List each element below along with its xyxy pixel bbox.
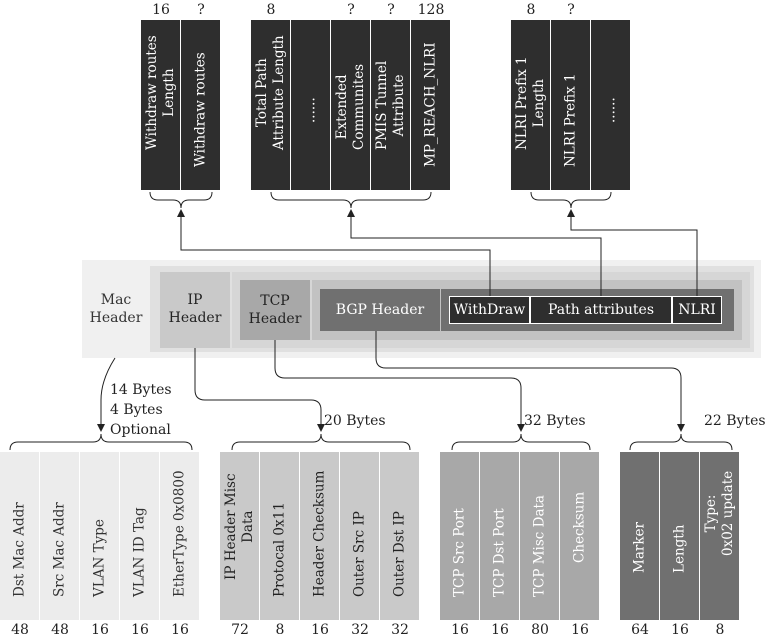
ip-header-block (160, 272, 230, 348)
bgp-bytes-annotation: 22 Bytes (704, 413, 766, 429)
field-protocal: Protocal 0x11 (260, 452, 300, 620)
field-size: 16 (131, 622, 149, 638)
bgp-arrow (375, 331, 685, 432)
withdraw-arrow (177, 209, 491, 296)
field-dst-mac-addr: Dst Mac Addr (0, 452, 40, 620)
field-ethertype: EtherType 0x0800 (160, 452, 200, 620)
field-size: 32 (391, 622, 409, 638)
field-size: ? (197, 2, 205, 18)
field-size: 8 (266, 2, 276, 18)
ip-bytes-annotation: 20 Bytes (324, 413, 386, 429)
tcp-arrow (274, 340, 525, 432)
withdraw-label: WithDraw (453, 302, 526, 318)
withdraw-block (449, 296, 530, 324)
field-src-mac-addr: Src Mac Addr (40, 452, 80, 620)
path-attributes-arrow (347, 209, 602, 296)
field-size: 16 (671, 622, 689, 638)
tcp-brace (451, 433, 591, 451)
field-size: 48 (51, 622, 69, 638)
field-nlri-prefix-length: NLRI Prefix 1 Length (511, 20, 551, 190)
field-vlan-type: VLAN Type (80, 452, 120, 620)
mac-arrow (97, 357, 116, 432)
field-size: 16 (91, 622, 109, 638)
field-withdraw-routes: Withdraw routes (181, 20, 221, 190)
field-size: 48 (11, 622, 29, 638)
field-size: 8 (715, 622, 725, 638)
field-ellipsis: ...... (291, 20, 331, 190)
field-type: Type: 0x02 update (700, 452, 740, 620)
field-length: Length (660, 452, 700, 620)
mac-bytes-annotation: 14 Bytes 4 Bytes Optional (110, 382, 172, 438)
field-pmis-tunnel-attribute: PMIS Tunnel Attribute (371, 20, 411, 190)
field-size: 16 (571, 622, 589, 638)
field-size: 32 (351, 622, 369, 638)
withdraw-brace (149, 191, 213, 209)
field-marker: Marker (620, 452, 660, 620)
field-nlri-prefix: NLRI Prefix 1 (551, 20, 591, 190)
bgp-brace (629, 433, 733, 451)
ip-brace (231, 433, 411, 451)
nlri-arrow (567, 209, 698, 296)
field-total-path-attribute-length: Total Path Attribute Length (251, 20, 291, 190)
path-attributes-label: Path attributes (547, 302, 655, 318)
nlri-label: NLRI (678, 302, 716, 318)
field-size: 16 (171, 622, 189, 638)
tcp-header-label: TCP Header (248, 293, 302, 327)
field-outer-src-ip: Outer Src IP (340, 452, 380, 620)
field-outer-dst-ip: Outer Dst IP (380, 452, 420, 620)
field-size: 16 (491, 622, 509, 638)
tcp-bytes-annotation: 32 Bytes (524, 413, 586, 429)
ip-header-label: IP Header (168, 292, 222, 326)
field-withdraw-routes-length: Withdraw routes Length (141, 20, 181, 190)
field-size: 8 (526, 2, 536, 18)
field-size: ? (387, 2, 395, 18)
field-size: ? (567, 2, 575, 18)
field-tcp-dst-port: TCP Dst Port (480, 452, 520, 620)
field-tcp-src-port: TCP Src Port (440, 452, 480, 620)
field-size: 8 (275, 622, 285, 638)
field-vlan-id-tag: VLAN ID Tag (120, 452, 160, 620)
path-attributes-block (530, 296, 672, 324)
field-ip-header-misc-data: IP Header Misc Data (220, 452, 260, 620)
field-ellipsis: ...... (591, 20, 631, 190)
field-tcp-misc-data: TCP Misc Data (520, 452, 560, 620)
mac-brace (9, 433, 193, 451)
nlri-brace (530, 191, 612, 209)
nlri-block (672, 296, 722, 324)
field-size: 16 (152, 2, 170, 18)
bgp-header-block (320, 289, 440, 331)
field-size: ? (347, 2, 355, 18)
field-checksum: Checksum (560, 452, 600, 620)
field-size: 64 (631, 622, 649, 638)
ip-arrow (194, 348, 325, 432)
field-mp-reach-nlri: MP_REACH_NLRI (411, 20, 451, 190)
field-size: 80 (531, 622, 549, 638)
field-size: 16 (311, 622, 329, 638)
tcp-header-block (240, 280, 310, 340)
mac-header-label: Mac Header (89, 292, 143, 326)
bgp-header-label: BGP Header (335, 302, 425, 318)
path-attributes-brace (270, 191, 432, 209)
field-size: 128 (417, 2, 445, 18)
field-header-checksum: Header Checksum (300, 452, 340, 620)
field-extended-communites: Extended Communites (331, 20, 371, 190)
field-size: 16 (451, 622, 469, 638)
field-size: 72 (231, 622, 249, 638)
